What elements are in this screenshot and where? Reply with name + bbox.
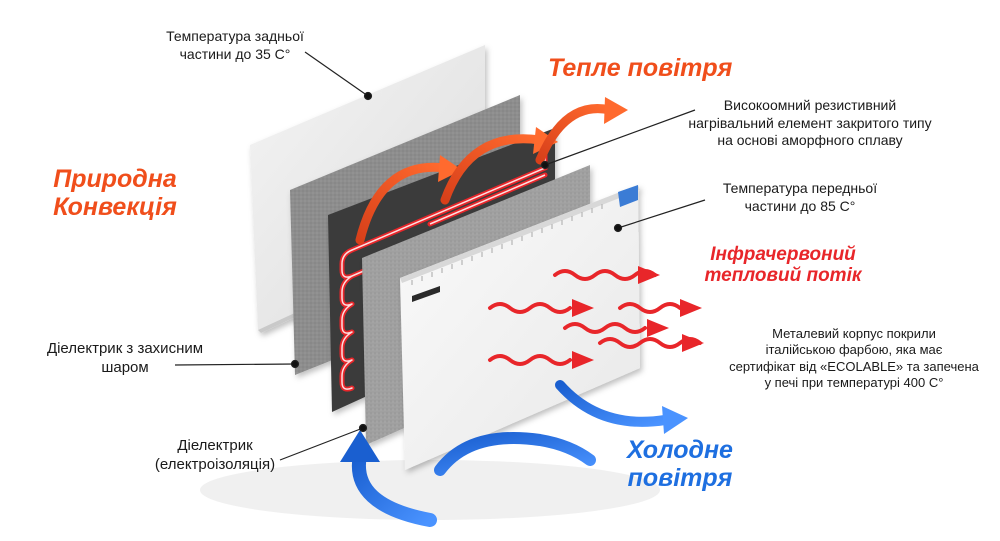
warm-air-arrows [355,97,628,245]
cold-air-arrows [340,380,688,527]
dielectric-protective-label: Діелектрик з захисним шаром [46,340,204,376]
leader-lines [174,51,706,461]
floor-shadow [200,460,660,520]
brand-plate [412,286,440,302]
back-temp-label: Температура задньої частини до 35 С° [166,28,304,62]
corner-badge [618,185,638,207]
infrared-waves [488,266,704,369]
cold-air-label: Холодне повітря [627,436,733,492]
front-panel [400,185,640,470]
natural-convection-label: Природна Конвекція [53,165,177,221]
warm-air-label: Тепле повітря [548,54,733,82]
vent-slots [411,204,603,285]
infrared-flow-label: Інфрачервоний тепловий потік [704,244,862,286]
front-temp-label: Температура передньої частини до 85 С° [722,180,878,214]
metal-case-label: Металевий корпус покрили італійською фар… [729,326,979,390]
dielectric-insulation-label: Діелектрик (електроізоляція) [154,437,276,473]
heating-element-label: Високоомний резистивний нагрівальний еле… [688,97,932,148]
